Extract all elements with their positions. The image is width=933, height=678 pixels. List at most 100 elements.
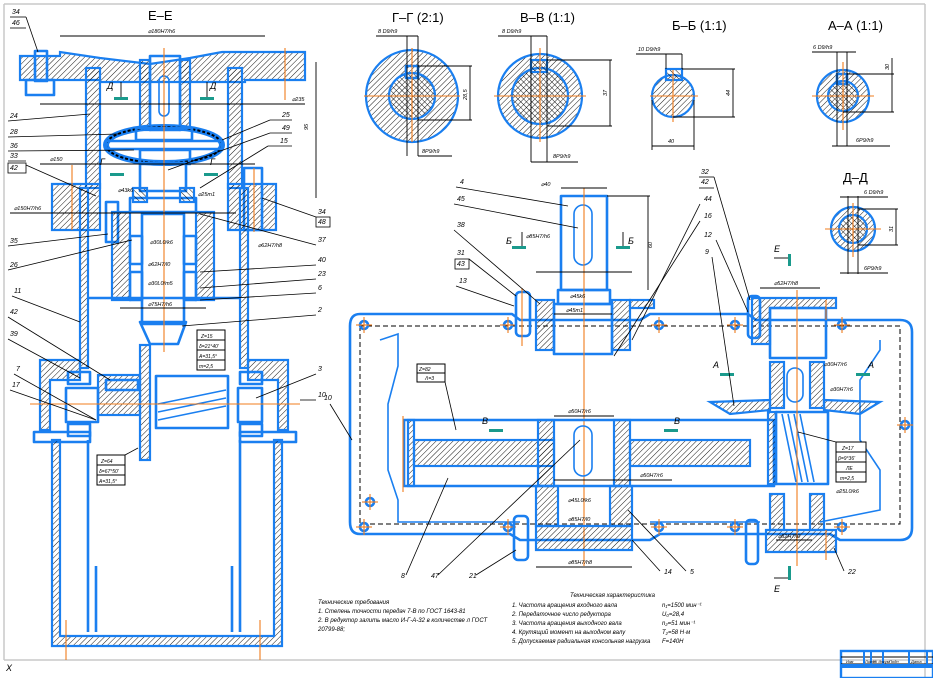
dim-ee-seat2: ⌀62H7/l0 <box>148 262 171 268</box>
plan-right-upper <box>768 306 828 360</box>
ee-left-callouts: 34 46 24 28 36 33 42 35 26 11 42 39 <box>7 9 135 421</box>
svg-text:A=31,5°: A=31,5° <box>198 354 217 360</box>
dim-plan-shaft-dia: ⌀40 <box>541 182 551 188</box>
housing-bolt-holes <box>356 317 913 535</box>
dim-dd-depth: 31 <box>889 226 895 232</box>
upper-bearing-right <box>178 186 196 204</box>
svg-text:β=9°36': β=9°36' <box>837 456 856 462</box>
dim-plan-shaft-fit: ⌀85H7/h6 <box>526 234 551 240</box>
dim-aa-key: 6 D9/h9 <box>813 45 832 51</box>
svg-text:Б: Б <box>506 236 512 246</box>
dim-right-wheel2: ⌀30H7/r6 <box>830 387 854 393</box>
svg-text:49: 49 <box>282 125 290 132</box>
section-marker-d-left: Д <box>106 81 128 100</box>
dim-ee-top-dia: ⌀235 <box>292 97 305 103</box>
tech-req-line-1: 1. Степень точности передач 7-В по ГОСТ … <box>318 609 466 615</box>
dim-ee-mid-bore: ⌀150 <box>50 157 63 163</box>
svg-text:Z=64: Z=64 <box>100 459 113 465</box>
plan-right-keyway <box>786 367 804 403</box>
section-marker-a-left: А <box>712 360 734 376</box>
dim-ee-bearing-inner: ⌀25m1 <box>198 192 215 198</box>
svg-text:42: 42 <box>701 179 709 186</box>
svg-text:В: В <box>674 416 680 426</box>
base-inner-walls <box>86 440 242 632</box>
svg-text:В: В <box>482 416 488 426</box>
worm-threads <box>157 389 227 421</box>
ee-right-callouts: 25 49 15 34 48 37 40 23 6 2 3 10 <box>167 112 331 401</box>
svg-text:46: 46 <box>12 20 20 27</box>
section-bb-title: Б–Б (1:1) <box>672 18 727 33</box>
plan-gear-web-right <box>628 438 752 468</box>
svg-text:45: 45 <box>457 196 465 203</box>
svg-text:Е: Е <box>774 244 781 254</box>
side-flange-right <box>246 358 290 432</box>
cover-bolt-left <box>32 430 92 444</box>
plan-gear-hub-right <box>612 418 632 488</box>
tapered-bearing-left-bottom <box>128 270 144 302</box>
svg-text:10: 10 <box>318 392 326 399</box>
gear-table-plan-pinion: Z=17 β=9°36' ЛЕ m=2,5 <box>797 431 867 483</box>
pinion-shaft <box>140 212 186 326</box>
section-marker-b-left: Б <box>506 232 526 249</box>
section-dd-title: Д–Д <box>843 170 868 185</box>
tech-char-title: Техническая характеристика <box>570 593 656 599</box>
plan-left-callouts: 4 45 38 31 43 13 <box>453 179 579 307</box>
bevel-pinion <box>138 320 188 346</box>
dim-bb-width: 40 <box>668 139 675 145</box>
svg-text:47: 47 <box>431 573 440 580</box>
tech-char-item-1-label: 1. Частота вращения входного вала <box>512 603 618 609</box>
plan-bearing-housing-right <box>610 298 632 352</box>
svg-text:32: 32 <box>701 169 709 176</box>
shaft-lower-portion <box>138 161 188 193</box>
mid-flange-left <box>50 182 102 232</box>
svg-text:A=31,5°: A=31,5° <box>98 479 117 485</box>
gear-table-ee-worm: Z=64 δ=67°50' A=31,5° <box>96 447 139 486</box>
cover-bolt-right <box>238 430 298 444</box>
plan-bearing-housing-left <box>534 298 556 352</box>
tech-char-item-2-value: U₀=28,4 <box>662 612 685 618</box>
plan-bevel-wheel-right <box>822 398 884 416</box>
section-ee-title: Е–Е <box>148 8 173 23</box>
section-marker-d-right: Д <box>200 81 217 100</box>
dim-ee-bearing-outer: ⌀43k6 <box>118 188 134 194</box>
svg-text:9: 9 <box>705 249 709 256</box>
svg-text:13: 13 <box>459 278 467 285</box>
svg-text:Д: Д <box>209 81 217 91</box>
dim-bb-depth: 44 <box>726 90 732 96</box>
section-vv: В–В (1:1) 8 D9/h9 37 8P9/h9 <box>494 10 612 163</box>
bearing-right-a <box>238 370 264 386</box>
dim-plan-gear-fit1: ⌀50H7/r6 <box>568 409 592 415</box>
svg-text:17: 17 <box>12 382 21 389</box>
svg-text:3: 3 <box>318 366 322 373</box>
plan-gear-web-left <box>412 438 556 468</box>
tech-char-item-5-label: 5. Допускаемая радиальная консольная наг… <box>512 639 651 645</box>
plan-right-lower-bearing-left <box>768 492 786 532</box>
technical-requirements: Технические требования 1. Степень точнос… <box>317 600 488 633</box>
svg-text:34: 34 <box>318 209 326 216</box>
section-marker-e-top: Е <box>774 244 791 266</box>
dim-gg-key-bottom: 8P9/h9 <box>422 149 439 155</box>
svg-text:40: 40 <box>318 257 326 264</box>
plan-pinion-teeth <box>781 413 815 483</box>
dim-vv-key: 8 D9/h9 <box>502 29 521 35</box>
svg-text:42: 42 <box>10 165 18 172</box>
section-gg: Г–Г (2:1) 8 D9/h9 28,5 8P9/h9 <box>364 10 472 157</box>
dim-plan-bearing1: ⌀45L0/k6 <box>568 498 592 504</box>
upper-housing-right-wall <box>226 66 244 190</box>
svg-text:2: 2 <box>317 307 322 314</box>
dim-ee-seat1: ⌀30L0/k6 <box>150 240 174 246</box>
dim-aa-depth: 30 <box>885 63 891 70</box>
title-block: Изм Лист № докум Подп Дата <box>839 649 933 678</box>
dim-dd-key: 6 D9/h9 <box>864 190 883 196</box>
dim-vv-key-bottom: 8P9/h9 <box>553 154 570 160</box>
svg-text:28: 28 <box>9 129 18 136</box>
gear-table-ee-bevel: Z=15 δ=21°40' A=31,5° m=2,5 <box>196 329 226 371</box>
plan-lower-bearing-right <box>608 484 634 528</box>
section-dd: Д–Д 6 D9/h9 31 6P9/h9 <box>825 170 898 274</box>
housing-outline <box>348 312 914 542</box>
dim-plan-seat2: ⌀45m1 <box>566 308 583 314</box>
tapered-bearing-right-bottom <box>182 270 198 302</box>
plan-wheel-hub-left <box>768 360 786 410</box>
section-marker-a-right: А <box>856 360 874 376</box>
dim-right-cover2: ⌀52H7/l0 <box>778 534 801 540</box>
